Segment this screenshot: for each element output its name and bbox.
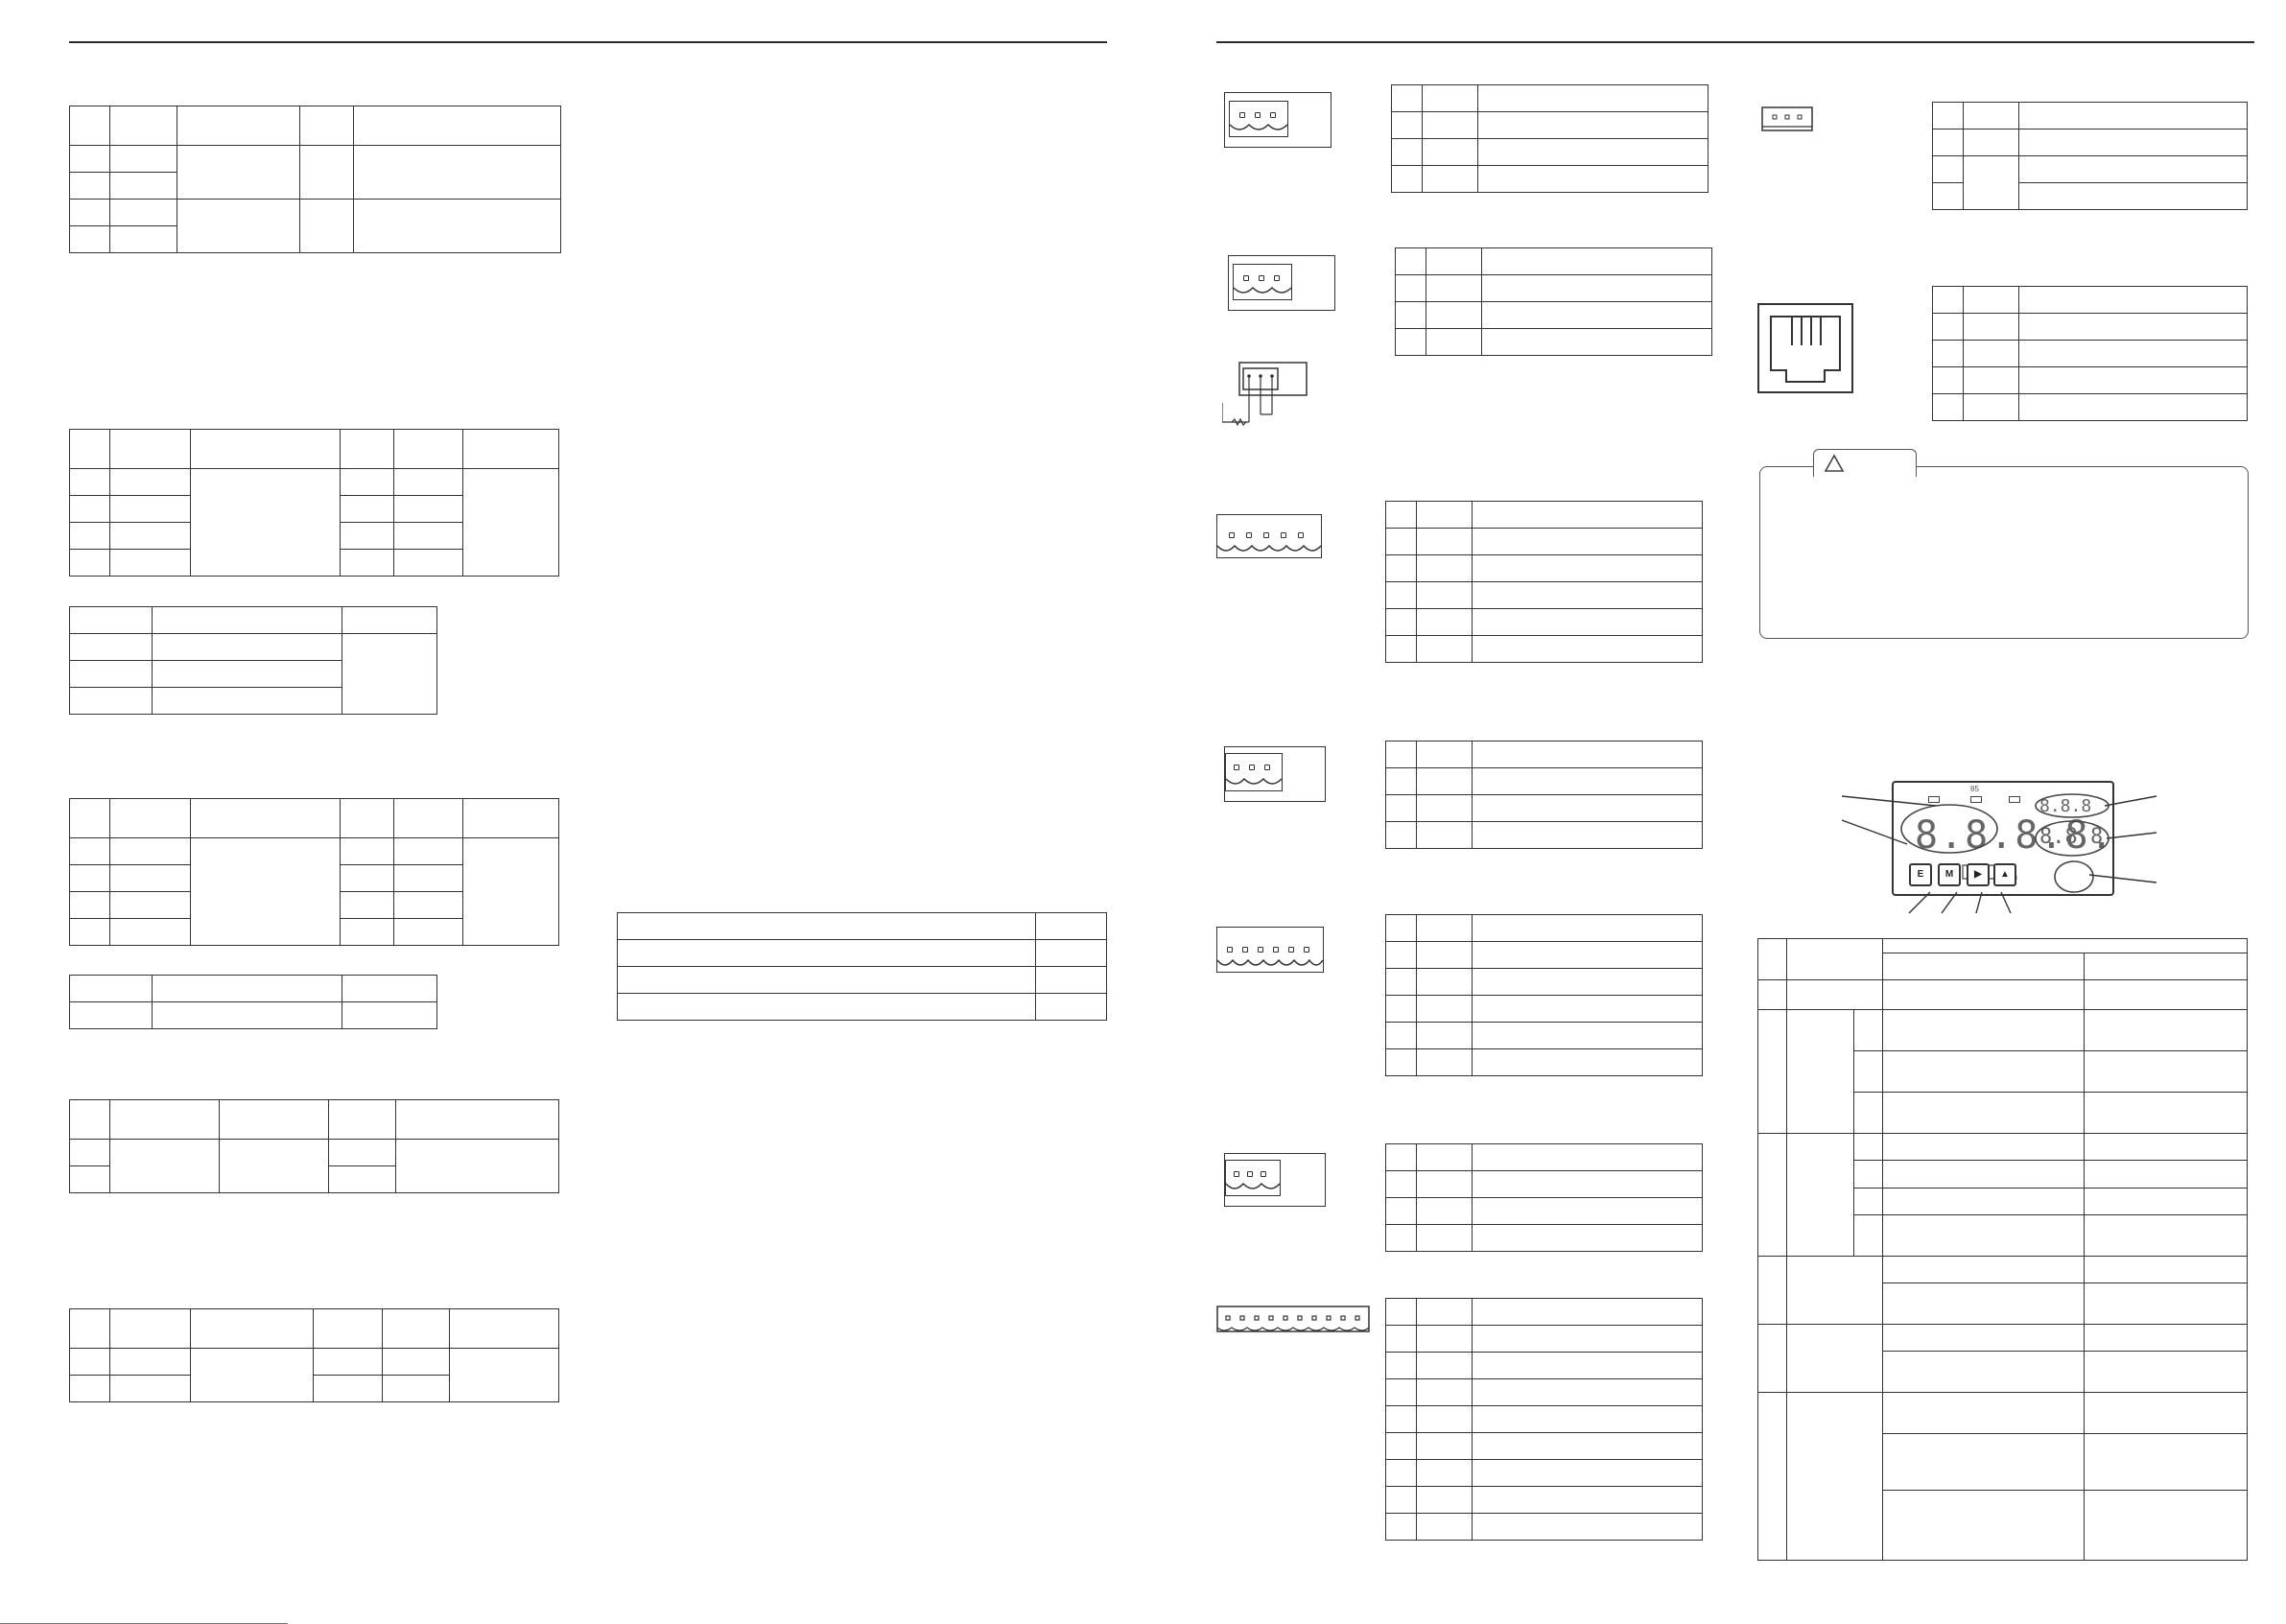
terminal-connector-2 bbox=[1228, 255, 1335, 311]
spec-table-a bbox=[69, 106, 561, 253]
wiring-diagram-resistor bbox=[1221, 357, 1314, 430]
spec-table-e bbox=[69, 975, 437, 1029]
pin-table-1 bbox=[1391, 84, 1709, 193]
warning-triangle-icon bbox=[1824, 454, 1845, 472]
pin-table-2 bbox=[1395, 247, 1712, 356]
rj-modular-jack bbox=[1757, 303, 1855, 395]
left-header-rule bbox=[69, 41, 1107, 43]
pin-table-8 bbox=[1932, 102, 2248, 210]
panel-callout-lines bbox=[1841, 795, 2157, 914]
pin-table-9 bbox=[1932, 286, 2248, 421]
status-led-left bbox=[1928, 796, 1940, 803]
terminal-connector-5 bbox=[1216, 919, 1324, 978]
spec-table-h bbox=[617, 912, 1107, 1021]
pin-table-3 bbox=[1385, 501, 1703, 663]
indicator-label: 85 bbox=[1970, 785, 1979, 793]
terminal-connector-1 bbox=[1224, 92, 1332, 148]
pin-table-6 bbox=[1385, 1143, 1703, 1252]
spec-table-c bbox=[69, 606, 437, 715]
terminal-connector-6 bbox=[1224, 1153, 1326, 1207]
right-header-rule bbox=[1216, 41, 2254, 43]
pin-table-4 bbox=[1385, 741, 1703, 849]
terminal-connector-4 bbox=[1224, 746, 1326, 802]
pin-table-5 bbox=[1385, 914, 1703, 1076]
function-table bbox=[1757, 938, 2248, 1561]
shift-key[interactable]: ▶ bbox=[1967, 863, 1990, 886]
caution-tab bbox=[1813, 449, 1917, 477]
enter-key[interactable]: E bbox=[1909, 863, 1932, 886]
spec-table-b bbox=[69, 429, 559, 577]
spec-table-d bbox=[69, 798, 559, 946]
spec-table-g bbox=[69, 1308, 559, 1402]
up-key[interactable]: ▲ bbox=[1993, 863, 2016, 886]
mode-key[interactable]: M bbox=[1938, 863, 1961, 886]
status-led-center bbox=[1970, 796, 1982, 803]
display-callout-ellipses bbox=[1900, 793, 2109, 893]
status-led-right bbox=[2009, 796, 2020, 803]
terminal-connector-7 bbox=[1216, 1303, 1372, 1335]
sub-display-top: 8.8.8 bbox=[2039, 796, 2092, 816]
terminal-connector-3 bbox=[1216, 506, 1322, 564]
pin-table-7 bbox=[1385, 1298, 1703, 1541]
caution-box bbox=[1759, 466, 2249, 639]
spec-table-f bbox=[69, 1099, 559, 1193]
sub-display-bottom: 8.8.8 bbox=[2039, 825, 2104, 849]
pin-header-connector bbox=[1761, 106, 1815, 134]
